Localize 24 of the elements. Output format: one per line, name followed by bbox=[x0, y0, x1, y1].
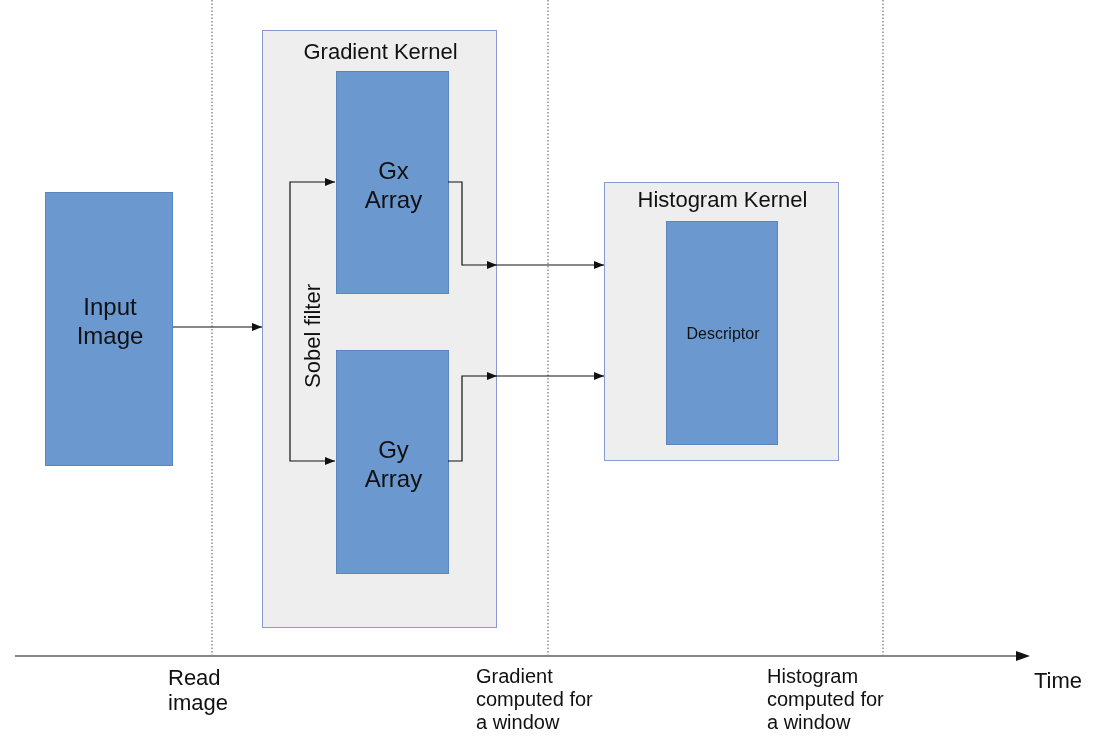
array-label: Gy Array bbox=[363, 436, 424, 494]
arrow bbox=[289, 326, 336, 465]
kernel-panel bbox=[262, 30, 497, 628]
time-point-label: Histogram computed for a window bbox=[767, 665, 885, 734]
arrow bbox=[289, 178, 336, 328]
array-box bbox=[336, 71, 449, 294]
kernel-title: Gradient Kernel bbox=[302, 39, 459, 66]
filter-label: Sobel filter bbox=[299, 284, 326, 388]
arrow bbox=[496, 372, 605, 380]
array-box bbox=[666, 221, 778, 445]
array-box bbox=[45, 192, 173, 466]
arrow bbox=[447, 181, 498, 269]
array-label: Gx Array bbox=[363, 157, 424, 215]
array-box bbox=[336, 350, 449, 574]
time-point-label: Read image bbox=[168, 665, 229, 716]
time-point-label: Gradient computed for a window bbox=[476, 665, 594, 734]
arrow bbox=[172, 323, 263, 331]
array-label: Descriptor bbox=[685, 324, 761, 344]
axis-label: Time bbox=[1034, 668, 1083, 694]
kernel-panel bbox=[604, 182, 839, 461]
array-label: Input Image bbox=[75, 293, 145, 351]
arrow bbox=[447, 372, 498, 462]
kernel-title: Histogram Kernel bbox=[636, 187, 809, 214]
arrow bbox=[496, 261, 605, 269]
